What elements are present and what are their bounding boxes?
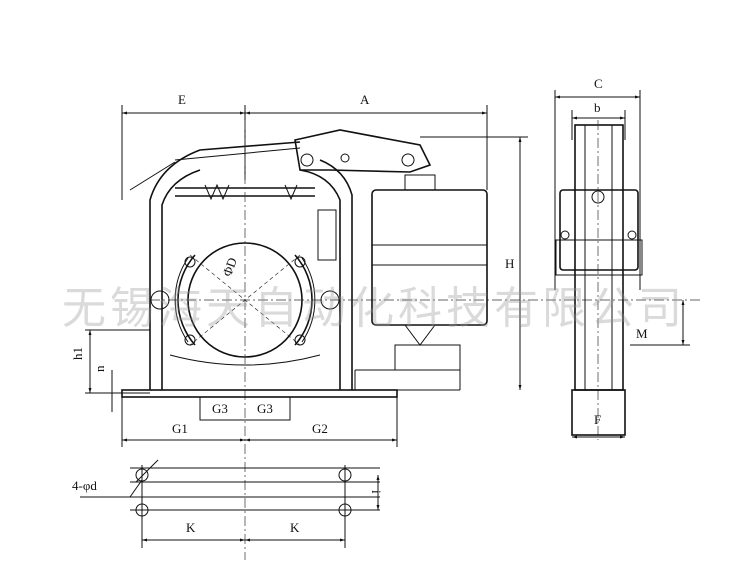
label-G3-right: G3 (257, 401, 273, 416)
label-n: n (92, 365, 107, 372)
dimension-G: G3 G3 G1 G2 (121, 397, 398, 447)
label-i: i (369, 490, 384, 494)
label-G1: G1 (172, 421, 188, 436)
dimension-H: H (420, 136, 528, 390)
label-b: b (594, 100, 601, 115)
brake-body: ΦD (121, 120, 700, 560)
label-F: F (594, 412, 601, 427)
label-M: M (636, 326, 648, 341)
watermark: 无锡海天自动化科技有限公司 (62, 283, 686, 334)
dimension-E-A: E A (121, 92, 488, 200)
dimension-h1-n: h1 n (70, 329, 150, 412)
label-K-right: K (290, 520, 300, 535)
label-G3-left: G3 (212, 401, 228, 416)
label-E: E (178, 92, 186, 107)
label-4-holes-d: 4-φd (72, 478, 97, 493)
label-K-left: K (186, 520, 196, 535)
label-A: A (360, 92, 370, 107)
label-H: H (505, 256, 514, 271)
side-view: C b F M (554, 76, 690, 440)
label-C: C (594, 76, 603, 91)
label-G2: G2 (312, 421, 328, 436)
label-h1: h1 (70, 347, 85, 360)
label-diameter-D: ΦD (219, 255, 240, 278)
mounting-hole-plan: 4-φd i K K (72, 459, 384, 548)
